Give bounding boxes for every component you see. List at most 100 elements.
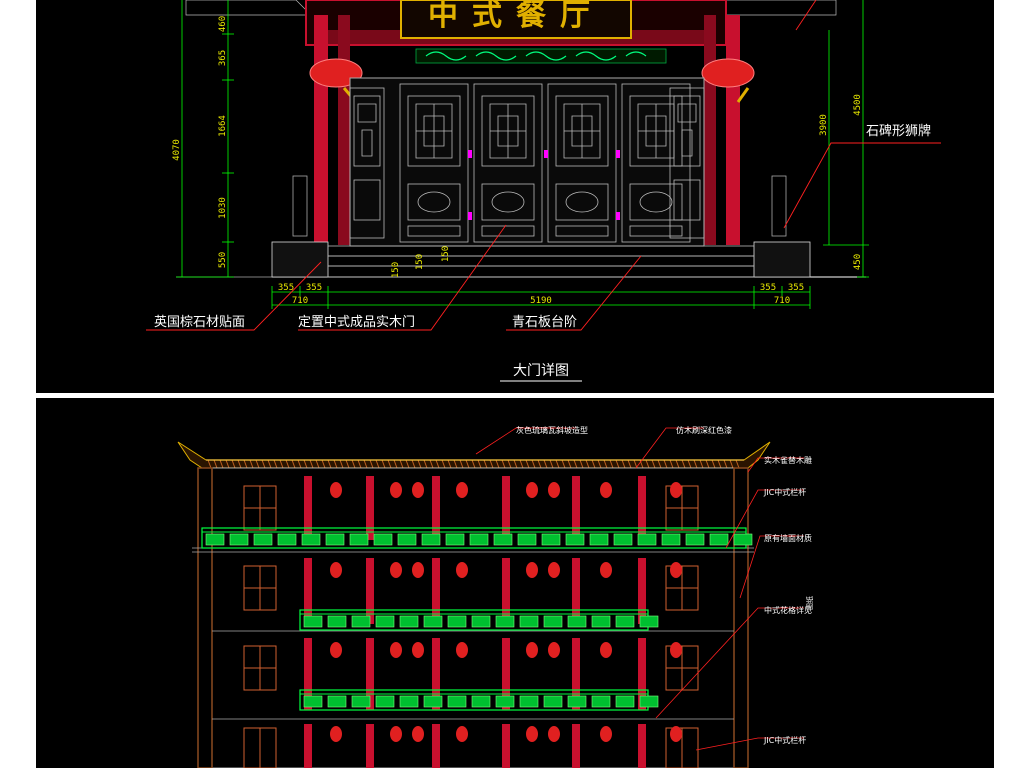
lantern <box>412 482 424 498</box>
right-lion-plaque <box>771 175 787 237</box>
lantern <box>600 726 612 742</box>
callout-stone-step: 青石板台阶 <box>512 315 577 330</box>
lantern <box>456 726 468 742</box>
callout-eave-beam: 仿木刷深红色漆 <box>676 425 732 435</box>
dim-left: 550 <box>218 252 228 268</box>
column <box>572 638 580 710</box>
stone-steps <box>327 245 755 278</box>
right-roof-eave <box>710 0 837 16</box>
right-inner-column <box>704 15 716 245</box>
right-side-panel <box>669 87 705 239</box>
lantern <box>526 482 538 498</box>
lantern <box>456 482 468 498</box>
column <box>572 558 580 624</box>
dim-step: 150 <box>415 254 425 270</box>
lantern <box>330 482 342 498</box>
facade-elevation-drawing: 灰色琉璃瓦斜坡造型 仿木刷深红色漆 实木雀替木雕 JIC中式栏杆 原有墙面材质 … <box>177 425 814 768</box>
left-stone-base <box>271 241 329 278</box>
dim-left: 1030 <box>218 197 228 219</box>
left-wall <box>197 467 213 768</box>
dim-right: 450 <box>853 254 863 270</box>
lantern <box>526 726 538 742</box>
leader-wood-door <box>298 224 507 331</box>
left-inner-column <box>338 15 350 245</box>
leader-stone-facing <box>146 261 322 331</box>
callout-railing-bottom: JIC中式栏杆 <box>763 735 806 745</box>
dim-right-total: 4500 <box>853 94 863 116</box>
column <box>366 558 374 624</box>
column <box>638 724 646 768</box>
callout-wall-finish: 原有墙面材质 <box>764 533 812 543</box>
door-leaf <box>621 83 691 243</box>
column <box>638 558 646 624</box>
column <box>432 476 440 540</box>
restaurant-signboard <box>400 0 632 39</box>
callout-roof-tile: 灰色琉璃瓦斜坡造型 <box>516 425 588 435</box>
callout-eave-bracket: 实木雀替木雕 <box>764 455 812 465</box>
decorative-frieze <box>415 48 667 64</box>
lantern <box>670 642 682 658</box>
dim-step: 150 <box>391 262 401 278</box>
leader-lion-plaque <box>783 142 941 229</box>
callout-wood-door: 定置中式成品实木门 <box>298 315 415 330</box>
left-roof-eave <box>185 0 312 16</box>
lantern <box>548 726 560 742</box>
lantern <box>526 642 538 658</box>
dim-right: 3900 <box>819 114 829 136</box>
lantern <box>330 642 342 658</box>
leader-stone-step <box>506 255 642 331</box>
column <box>502 476 510 540</box>
left-side-panel <box>349 87 385 239</box>
column <box>432 724 440 768</box>
column <box>366 476 374 540</box>
callout-railing-top: JIC中式栏杆 <box>763 487 806 497</box>
lantern <box>456 642 468 658</box>
left-lantern <box>309 58 363 88</box>
lantern <box>548 482 560 498</box>
column <box>304 558 312 624</box>
lantern <box>600 642 612 658</box>
column <box>502 724 510 768</box>
lantern <box>330 726 342 742</box>
column <box>304 638 312 710</box>
dim-left: 1664 <box>218 115 228 137</box>
drawing-caption: 大门详图 <box>513 363 569 379</box>
column <box>432 558 440 624</box>
lantern <box>600 562 612 578</box>
lantern <box>548 642 560 658</box>
column <box>366 724 374 768</box>
dim-bottom: 355 <box>278 283 294 293</box>
column <box>366 638 374 710</box>
lantern <box>412 562 424 578</box>
right-stone-base <box>753 241 811 278</box>
left-lion-plaque <box>292 175 308 237</box>
column <box>572 476 580 540</box>
lantern <box>330 562 342 578</box>
lantern <box>670 482 682 498</box>
callout-window-ref: 图纸 <box>805 596 814 610</box>
column <box>638 638 646 710</box>
lantern <box>548 562 560 578</box>
door-frame <box>349 77 705 247</box>
facade-windows <box>243 485 699 768</box>
column <box>638 476 646 540</box>
lantern <box>670 562 682 578</box>
door-leaf <box>399 83 469 243</box>
dim-left: 460 <box>218 16 228 32</box>
lantern <box>390 642 402 658</box>
balcony-railing <box>299 689 659 711</box>
lantern <box>670 726 682 742</box>
column <box>502 638 510 710</box>
dim-bottom: 355 <box>760 283 776 293</box>
dim-bottom: 710 <box>292 296 308 306</box>
column <box>432 638 440 710</box>
signboard-title: 中式餐厅 <box>428 0 604 33</box>
right-lantern <box>701 58 755 88</box>
lantern <box>390 562 402 578</box>
column <box>304 724 312 768</box>
lantern <box>390 482 402 498</box>
right-wall <box>733 467 749 768</box>
lantern <box>526 562 538 578</box>
balcony-railing <box>299 609 659 631</box>
dim-bottom: 355 <box>306 283 322 293</box>
